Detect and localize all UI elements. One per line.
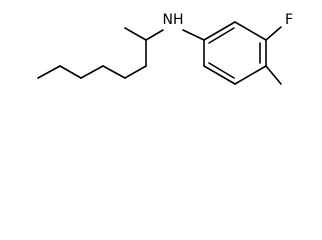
bond-methyl-branch	[124, 27, 147, 41]
nh-label: NH	[163, 12, 184, 28]
bond-c-methyl	[265, 65, 282, 85]
background	[0, 0, 322, 103]
bond-c4-c5	[102, 65, 126, 79]
molecule-structure: NH F	[0, 0, 322, 103]
bond-c3-c4	[124, 65, 147, 79]
benzene-ring	[203, 21, 267, 85]
ring-bond-5-inner	[208, 62, 235, 79]
ring-bond-1-inner	[208, 27, 235, 44]
bond-c6-c7	[59, 65, 82, 79]
bond-n-aryl	[182, 29, 205, 41]
bond-c7-c8	[37, 65, 61, 79]
ring-bond-5	[203, 65, 236, 85]
ring-bond-1	[203, 21, 236, 41]
ring-bond-2	[234, 21, 267, 41]
bond-c-f	[265, 26, 282, 41]
bond-c5-c6	[80, 65, 104, 79]
bond-c2-n	[145, 29, 164, 41]
ring-bond-4	[234, 65, 267, 85]
f-label: F	[285, 12, 293, 28]
alkyl-chain	[37, 27, 164, 79]
